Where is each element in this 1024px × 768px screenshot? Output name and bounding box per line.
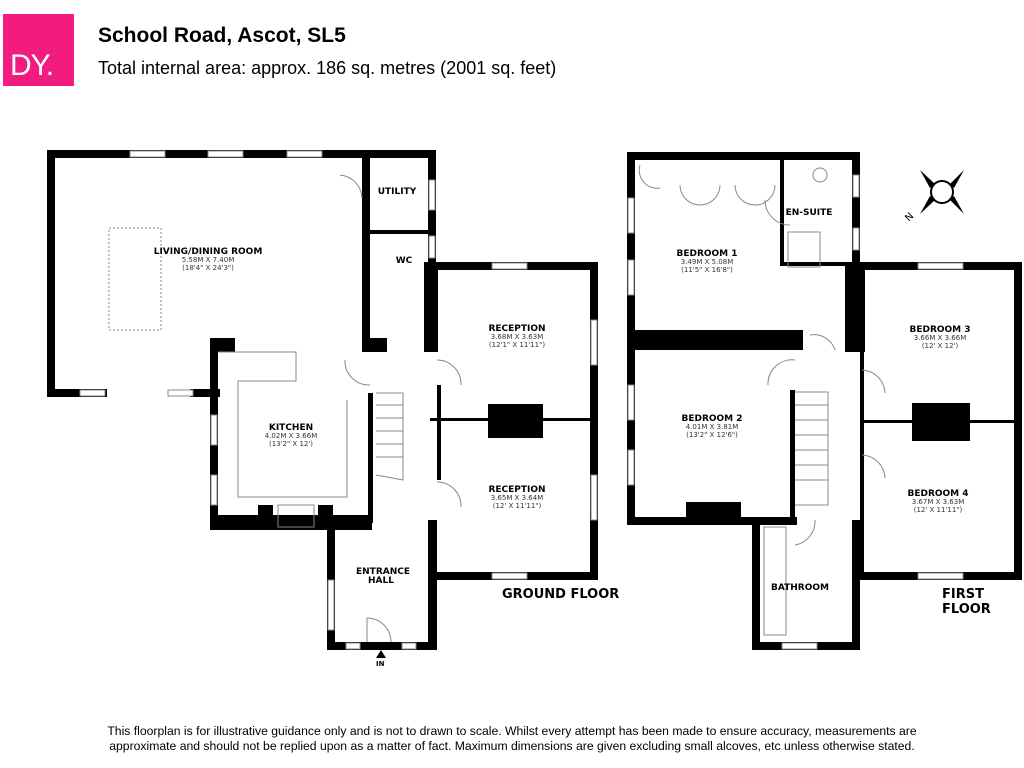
room-reception-2: RECEPTION 3.65M X 3.64M (12' X 11'11") [488,485,546,510]
room-bathroom: BATHROOM [771,583,829,593]
room-entrance-hall: ENTRANCE HALL [356,567,410,587]
room-imperial: (13'2" X 12'6") [686,430,738,439]
disclaimer: This floorplan is for illustrative guida… [0,724,1024,754]
room-imperial: (13'2" X 12') [268,439,314,448]
room-en-suite: EN-SUITE [785,208,833,218]
room-metric: 4.02M X 3.66M [264,432,318,441]
room-metric: 5.58M X 7.40M [181,256,235,265]
ground-floor-windows [79,150,598,650]
ground-floor-fixtures [108,174,462,643]
room-name: KITCHEN [268,423,314,433]
room-utility: UTILITY [377,187,417,197]
area-subtitle: Total internal area: approx. 186 sq. met… [98,58,557,78]
room-imperial: (12' X 11'11") [913,505,963,514]
first-floor-walls [627,152,1022,650]
room-name: ENTRANCE HALL [356,567,410,587]
room-reception-1: RECEPTION 3.68M X 3.63M (12'1" X 11'11") [488,324,546,349]
room-name: EN-SUITE [785,208,833,218]
room-bedroom-3: BEDROOM 3 3.66M X 3.66M (12' X 12') [909,325,971,350]
room-bedroom-4: BEDROOM 4 3.67M X 3.63M (12' X 11'11") [907,489,969,514]
room-imperial: (18'4" X 24'3") [182,263,234,272]
compass-icon [920,170,964,214]
room-living-dining: LIVING/DINING ROOM 5.58M X 7.40M (18'4" … [153,247,263,272]
ground-floor-label: GROUND FLOOR [502,587,620,602]
disclaimer-line-1: This floorplan is for illustrative guida… [107,724,917,738]
room-name: BATHROOM [771,583,829,593]
first-floor-fixtures [638,164,886,636]
room-metric: 3.66M X 3.66M [913,334,967,343]
room-name: UTILITY [377,187,417,197]
room-metric: 3.65M X 3.64M [490,494,544,503]
entrance-arrow-icon [376,650,386,658]
room-name: BEDROOM 3 [909,325,971,335]
logo-text: DY. [10,49,54,82]
room-imperial: (12' X 11'11") [492,501,542,510]
room-metric: 3.67M X 3.63M [911,498,965,507]
room-name: LIVING/DINING ROOM [153,247,263,257]
room-name: BEDROOM 2 [681,414,743,424]
first-floor-label: FIRST FLOOR [942,587,991,617]
room-name: BEDROOM 1 [676,249,738,259]
room-name: WC [395,256,413,266]
room-bedroom-2: BEDROOM 2 4.01M X 3.81M (13'2" X 12'6") [681,414,743,439]
room-name: RECEPTION [488,485,546,495]
disclaimer-line-2: approximate and should not be replied up… [109,739,915,753]
room-name: BEDROOM 4 [907,489,969,499]
room-imperial: (11'5" X 16'8") [681,265,733,274]
room-name: RECEPTION [488,324,546,334]
room-imperial: (12'1" X 11'11") [488,340,546,349]
room-metric: 3.49M X 5.08M [680,258,734,267]
brand-logo: DY. [3,14,74,86]
room-metric: 3.68M X 3.63M [490,333,544,342]
room-imperial: (12' X 12') [921,341,959,350]
room-bedroom-1: BEDROOM 1 3.49M X 5.08M (11'5" X 16'8") [676,249,738,274]
property-title: School Road, Ascot, SL5 [98,24,346,47]
room-kitchen: KITCHEN 4.02M X 3.66M (13'2" X 12') [264,423,318,448]
room-metric: 4.01M X 3.81M [685,423,739,432]
first-floor-windows [627,174,964,650]
entrance-label: IN [376,660,385,668]
room-wc: WC [395,256,413,266]
